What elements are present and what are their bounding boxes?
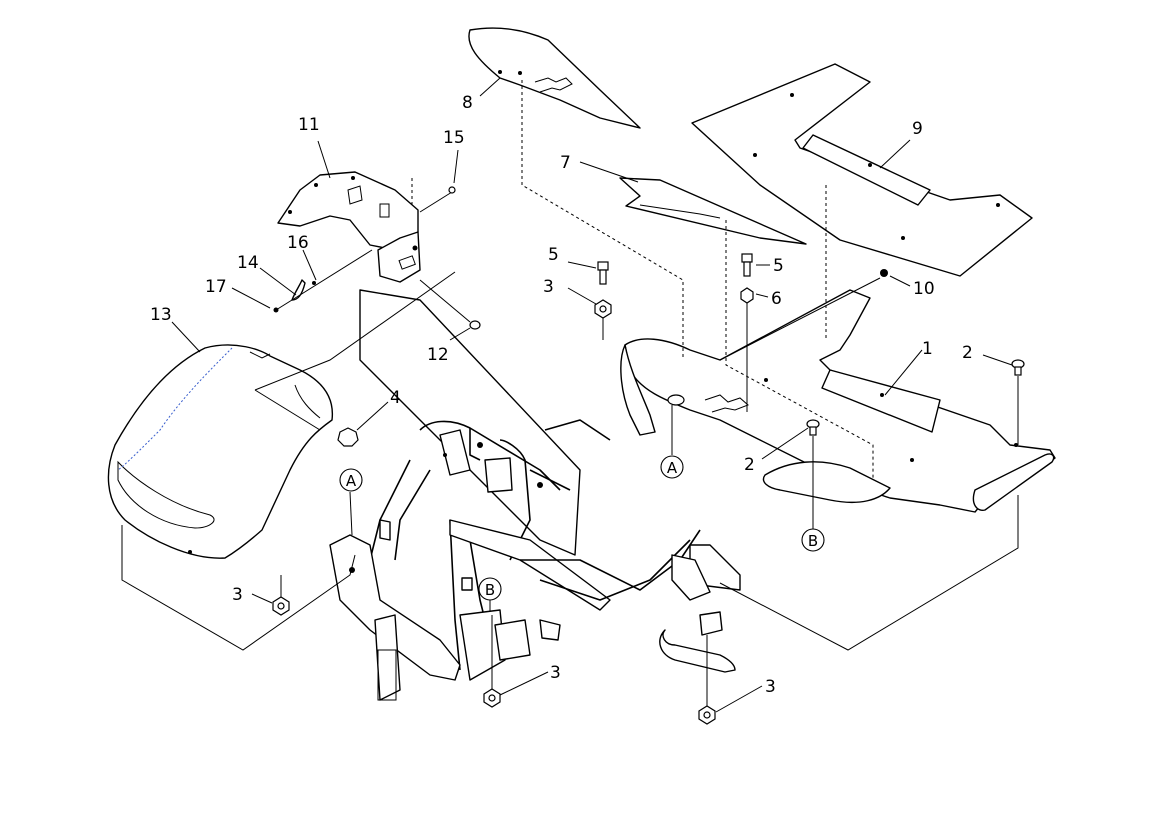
callout-10: 10 <box>913 279 935 299</box>
fastener-10-icon <box>880 269 888 277</box>
mount-outline-left <box>121 271 456 651</box>
callout-3-left: 3 <box>232 585 243 605</box>
callout-3-center: 3 <box>550 663 561 683</box>
callout-16: 16 <box>287 233 309 253</box>
callout-11: 11 <box>298 115 320 135</box>
nut-3-top-icon <box>594 299 612 340</box>
part-11-bracket <box>277 171 421 283</box>
bolt-2-right-icon <box>1011 359 1025 445</box>
callout-15: 15 <box>443 128 465 148</box>
callout-3-top: 3 <box>543 277 554 297</box>
part-1-deflector-assembly <box>620 277 1056 513</box>
part-7-strip <box>619 177 807 245</box>
part-13-cover <box>107 344 334 559</box>
bolt-2-middle-icon <box>806 419 820 530</box>
bolt-5-right-icon <box>741 253 753 277</box>
part-9-plate <box>691 63 1033 277</box>
fasteners <box>272 186 1025 725</box>
pin-12-icon <box>419 279 481 330</box>
callout-1: 1 <box>922 339 933 359</box>
mount-outline-right <box>719 495 1019 651</box>
nut-3-left-icon <box>272 575 290 616</box>
callout-4: 4 <box>390 388 401 408</box>
reference-label: B <box>808 532 818 550</box>
nut-3-right-icon <box>698 635 716 725</box>
callout-17: 17 <box>205 277 227 297</box>
reference-label: A <box>346 472 357 490</box>
nut-3-center-icon <box>483 615 501 708</box>
screw-15-icon <box>419 186 456 213</box>
callout-12: 12 <box>427 345 449 365</box>
callout-7: 7 <box>560 153 571 173</box>
callout-14: 14 <box>237 253 259 273</box>
knob-4-icon <box>337 427 359 447</box>
callout-2-middle: 2 <box>744 455 755 475</box>
reference-marker-a-right: A <box>660 455 684 479</box>
callout-9: 9 <box>912 119 923 139</box>
clip-14-icon <box>273 249 373 313</box>
callout-5-left: 5 <box>548 245 559 265</box>
callout-5-right: 5 <box>773 256 784 276</box>
reference-label: A <box>667 459 678 477</box>
callout-leaders <box>171 77 1013 713</box>
nut-6-icon <box>740 287 754 412</box>
reference-label: B <box>485 581 495 599</box>
reference-marker-a-left: A <box>339 468 363 492</box>
bolt-5-left-icon <box>597 261 609 285</box>
callout-8: 8 <box>462 93 473 113</box>
reference-marker-b-right: B <box>801 528 825 552</box>
alignment-lines <box>411 80 874 480</box>
frame-chassis <box>329 289 741 701</box>
reference-marker-b-center: B <box>478 577 502 601</box>
callout-13: 13 <box>150 305 172 325</box>
part-8-deflector <box>468 27 641 129</box>
callout-6: 6 <box>771 289 782 309</box>
callout-labels: 8 7 9 11 15 16 14 17 13 12 4 5 3 5 6 10 … <box>150 93 973 697</box>
callout-2-right: 2 <box>962 343 973 363</box>
callout-3-right: 3 <box>765 677 776 697</box>
